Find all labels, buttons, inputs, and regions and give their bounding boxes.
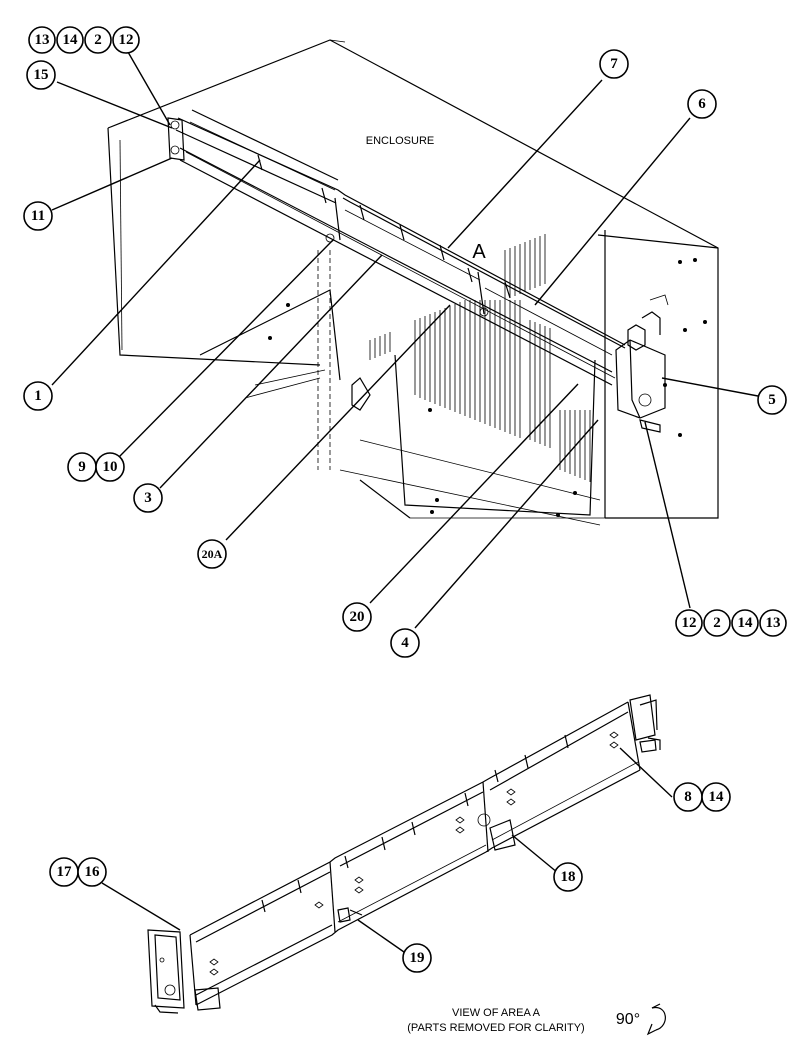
rotation-label: 90° bbox=[616, 1011, 640, 1028]
svg-text:14: 14 bbox=[709, 789, 725, 805]
bracket-fasteners bbox=[209, 731, 619, 976]
callout-7: 7 bbox=[599, 49, 629, 79]
svg-text:7: 7 bbox=[610, 56, 618, 72]
svg-text:17: 17 bbox=[57, 864, 73, 880]
area-a-detail-drawing bbox=[147, 694, 661, 1014]
callout-11: 11 bbox=[23, 201, 53, 231]
enclosure-drawing: ENCLOSURE A bbox=[107, 39, 719, 526]
callout-13: 13 bbox=[28, 26, 56, 54]
callout-16: 16 bbox=[77, 857, 107, 887]
callout-balloons-lower: 17 16 8 14 18 19 bbox=[49, 782, 731, 973]
callout-balloons-upper: 13 14 2 12 15 11 1 7 6 5 9 10 3 20A 20 4… bbox=[23, 26, 787, 658]
svg-text:20: 20 bbox=[350, 609, 365, 625]
svg-text:1: 1 bbox=[34, 388, 42, 404]
callout-14: 14 bbox=[56, 26, 84, 54]
view-caption-title: VIEW OF AREA A bbox=[452, 1007, 541, 1019]
callout-2: 2 bbox=[84, 26, 112, 54]
callout-18: 18 bbox=[553, 862, 583, 892]
leader-lines-lower bbox=[101, 747, 673, 953]
callout-12: 12 bbox=[112, 26, 140, 54]
svg-text:8: 8 bbox=[684, 789, 692, 805]
svg-text:16: 16 bbox=[85, 864, 101, 880]
callout-10: 10 bbox=[95, 452, 125, 482]
view-caption-note: (PARTS REMOVED FOR CLARITY) bbox=[407, 1022, 584, 1034]
callout-3: 3 bbox=[133, 483, 163, 513]
leader-lines-upper bbox=[51, 51, 759, 629]
callout-14: 14 bbox=[731, 609, 759, 637]
svg-text:20A: 20A bbox=[202, 547, 223, 561]
svg-text:5: 5 bbox=[768, 392, 776, 408]
svg-text:18: 18 bbox=[561, 869, 576, 885]
callout-20: 20 bbox=[342, 602, 372, 632]
callout-14: 14 bbox=[701, 782, 731, 812]
callout-6: 6 bbox=[687, 89, 717, 119]
svg-text:10: 10 bbox=[103, 459, 118, 475]
svg-text:12: 12 bbox=[682, 615, 697, 631]
svg-text:9: 9 bbox=[78, 459, 86, 475]
callout-2: 2 bbox=[703, 609, 731, 637]
svg-text:6: 6 bbox=[698, 96, 706, 112]
svg-text:14: 14 bbox=[738, 615, 754, 631]
callout-12: 12 bbox=[675, 609, 703, 637]
vent-grille-center bbox=[414, 300, 551, 448]
svg-text:2: 2 bbox=[713, 615, 721, 631]
svg-text:3: 3 bbox=[144, 490, 152, 506]
area-a-label: A bbox=[472, 241, 486, 263]
svg-text:15: 15 bbox=[34, 67, 49, 83]
vent-grille-right bbox=[369, 234, 591, 482]
callout-1: 1 bbox=[23, 381, 53, 411]
svg-text:13: 13 bbox=[766, 615, 781, 631]
callout-4: 4 bbox=[390, 628, 420, 658]
svg-text:12: 12 bbox=[119, 32, 134, 48]
callout-9: 9 bbox=[67, 452, 97, 482]
enclosure-label: ENCLOSURE bbox=[366, 135, 434, 147]
rotate-arrow-icon bbox=[646, 1003, 666, 1036]
svg-text:19: 19 bbox=[410, 950, 425, 966]
callout-13: 13 bbox=[759, 609, 787, 637]
callout-15: 15 bbox=[26, 60, 56, 90]
upper-rail-assembly bbox=[167, 109, 669, 433]
svg-text:4: 4 bbox=[401, 635, 409, 651]
svg-text:11: 11 bbox=[31, 208, 45, 224]
svg-text:13: 13 bbox=[35, 32, 50, 48]
callout-17: 17 bbox=[49, 857, 79, 887]
callout-20a: 20A bbox=[197, 539, 227, 569]
callout-19: 19 bbox=[402, 943, 432, 973]
callout-5: 5 bbox=[757, 385, 787, 415]
fastener-dots bbox=[268, 258, 707, 517]
svg-text:2: 2 bbox=[94, 32, 102, 48]
svg-text:14: 14 bbox=[63, 32, 79, 48]
callout-8: 8 bbox=[673, 782, 703, 812]
